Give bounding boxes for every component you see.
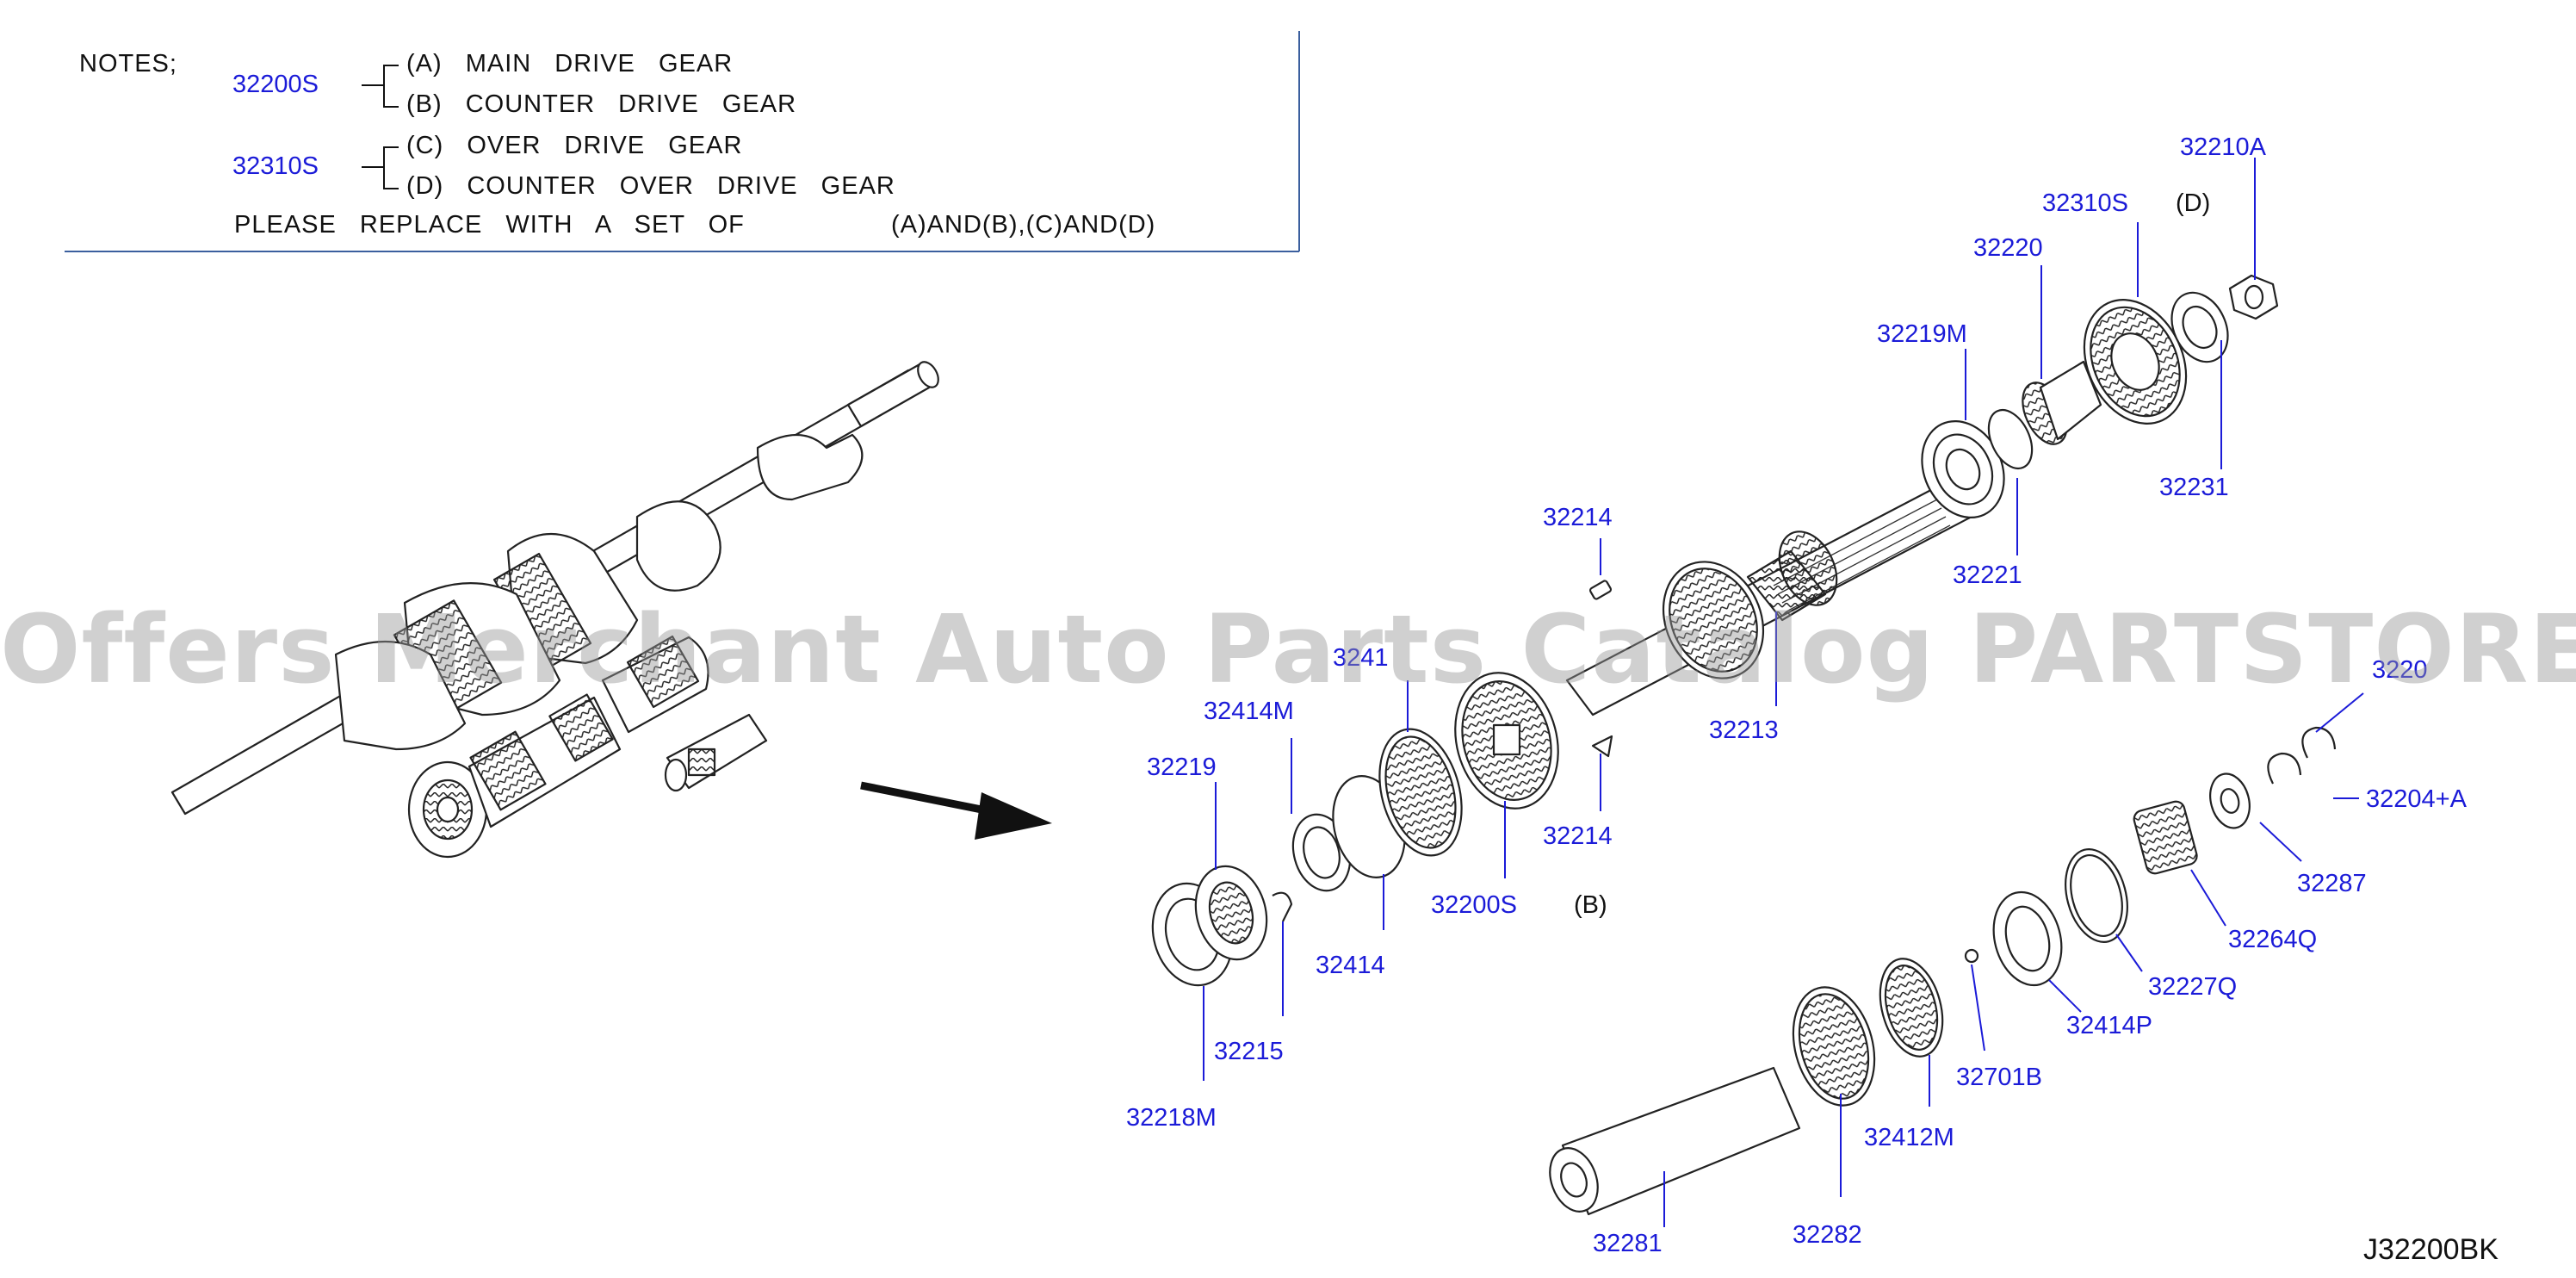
notes-box-border: [65, 31, 1300, 252]
callout-32287[interactable]: 32287: [2297, 870, 2367, 897]
callout-32264Q[interactable]: 32264Q: [2228, 926, 2318, 953]
watermark: Offers Merchant Auto Parts Catalog PARTS…: [0, 594, 2576, 704]
counter-drive-gear-group: [1151, 672, 1559, 987]
callout-32281[interactable]: 32281: [1593, 1230, 1663, 1257]
notes-line-b: (B) COUNTER DRIVE GEAR: [406, 90, 797, 118]
callout-32227Q[interactable]: 32227Q: [2148, 973, 2238, 1001]
notes-brace-1: [383, 65, 385, 106]
callout-32414P[interactable]: 32414P: [2066, 1012, 2152, 1039]
notes-replace-text: PLEASE REPLACE WITH A SET OF: [234, 211, 745, 239]
notes-line-a: (A) MAIN DRIVE GEAR: [406, 50, 734, 78]
notes-brace-2: [383, 146, 385, 188]
assembled-shaft-overview: [170, 361, 939, 859]
notes-code-32310S: 32310S: [232, 152, 319, 180]
callout-3220-partial[interactable]: 3220: [2372, 656, 2428, 684]
notes-replace-sets: (A)AND(B),(C)AND(D): [891, 211, 1156, 239]
main-drive-shaft-exploded: [1565, 274, 2279, 758]
leader-lines: [1203, 158, 2364, 1227]
callout-32220[interactable]: 32220: [1973, 234, 2043, 262]
callout-32213[interactable]: 32213: [1709, 717, 1779, 744]
label-D: (D): [2176, 189, 2211, 217]
callout-32231[interactable]: 32231: [2159, 474, 2229, 501]
callout-32218M[interactable]: 32218M: [1126, 1104, 1217, 1132]
notes-line-c: (C) OVER DRIVE GEAR: [406, 132, 743, 159]
callout-32282[interactable]: 32282: [1793, 1221, 1862, 1249]
callout-32219M[interactable]: 32219M: [1877, 320, 1967, 348]
callout-32701B[interactable]: 32701B: [1956, 1064, 2042, 1091]
label-B: (B): [1574, 891, 1607, 919]
callout-32214-bottom[interactable]: 32214: [1543, 822, 1613, 850]
notes-brace-1-top: [383, 65, 399, 66]
notes-brace-2-mid: [362, 166, 383, 168]
assembly-arrow: [860, 781, 1052, 840]
callout-3241-partial[interactable]: 3241: [1333, 644, 1389, 672]
callout-32414[interactable]: 32414: [1316, 952, 1385, 979]
callout-32219[interactable]: 32219: [1147, 754, 1217, 781]
callout-32310S[interactable]: 32310S: [2042, 189, 2128, 217]
callout-32215[interactable]: 32215: [1214, 1038, 1284, 1065]
callout-32200S[interactable]: 32200S: [1431, 891, 1517, 919]
diagram-id: J32200BK: [2363, 1233, 2499, 1266]
notes-line-d: (D) COUNTER OVER DRIVE GEAR: [406, 172, 895, 200]
notes-brace-1-bot: [383, 106, 399, 108]
callout-32412M[interactable]: 32412M: [1864, 1124, 1954, 1151]
callout-32414M[interactable]: 32414M: [1204, 698, 1294, 725]
counter-shaft-group: [1549, 726, 2337, 1216]
notes-brace-2-bot: [383, 188, 399, 189]
callout-32214-top[interactable]: 32214: [1543, 504, 1613, 531]
notes-heading: NOTES;: [79, 50, 177, 78]
callout-32221[interactable]: 32221: [1953, 561, 2022, 589]
notes-brace-1-mid: [362, 84, 383, 86]
callout-32210A[interactable]: 32210A: [2180, 133, 2266, 161]
notes-code-32200S: 32200S: [232, 71, 319, 98]
notes-brace-2-top: [383, 146, 399, 148]
callout-32204A[interactable]: 32204+A: [2366, 785, 2467, 813]
